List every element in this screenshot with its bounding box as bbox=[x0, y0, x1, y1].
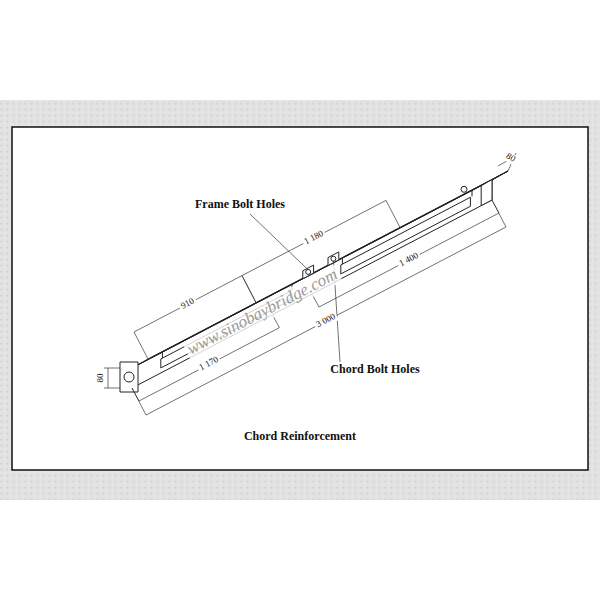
end-pin-hole bbox=[124, 372, 134, 382]
extension-line bbox=[132, 388, 146, 415]
rail-post bbox=[472, 190, 473, 196]
extension-line bbox=[104, 368, 120, 369]
beam-drawing bbox=[120, 171, 508, 392]
beam-top-face bbox=[132, 171, 508, 368]
extension-line bbox=[134, 332, 148, 359]
extension-line bbox=[492, 200, 499, 213]
extension-line bbox=[104, 388, 120, 389]
extension-line bbox=[242, 276, 256, 303]
dimension-line bbox=[108, 368, 109, 388]
inner-panel bbox=[12, 127, 588, 470]
extension-line bbox=[132, 388, 139, 401]
rail-post bbox=[162, 352, 163, 358]
bolt-hole bbox=[331, 256, 336, 261]
extension-line bbox=[492, 200, 506, 227]
beam-front-face bbox=[132, 180, 492, 388]
extension-line bbox=[242, 276, 256, 303]
callout-label: Chord Bolt Holes bbox=[328, 363, 421, 376]
dimension-lines bbox=[104, 153, 516, 415]
textured-frame bbox=[0, 100, 600, 500]
top-rail bbox=[151, 279, 302, 358]
leader-line bbox=[250, 214, 308, 270]
slot bbox=[341, 197, 471, 274]
dimension-text: 80 bbox=[95, 371, 105, 384]
caption: Chord Reinforcement bbox=[244, 430, 356, 443]
extension-line bbox=[386, 200, 400, 227]
rail-post bbox=[342, 258, 343, 264]
top-rail bbox=[345, 183, 485, 256]
end-block bbox=[481, 171, 508, 206]
dimension-line bbox=[146, 227, 506, 415]
callout-label: Frame Bolt Holes bbox=[193, 198, 287, 211]
dimension-line bbox=[319, 213, 499, 307]
end-block bbox=[120, 362, 138, 392]
bolt-hole bbox=[306, 269, 311, 274]
dimension-line bbox=[242, 200, 386, 275]
bolt-hole bbox=[461, 186, 467, 192]
